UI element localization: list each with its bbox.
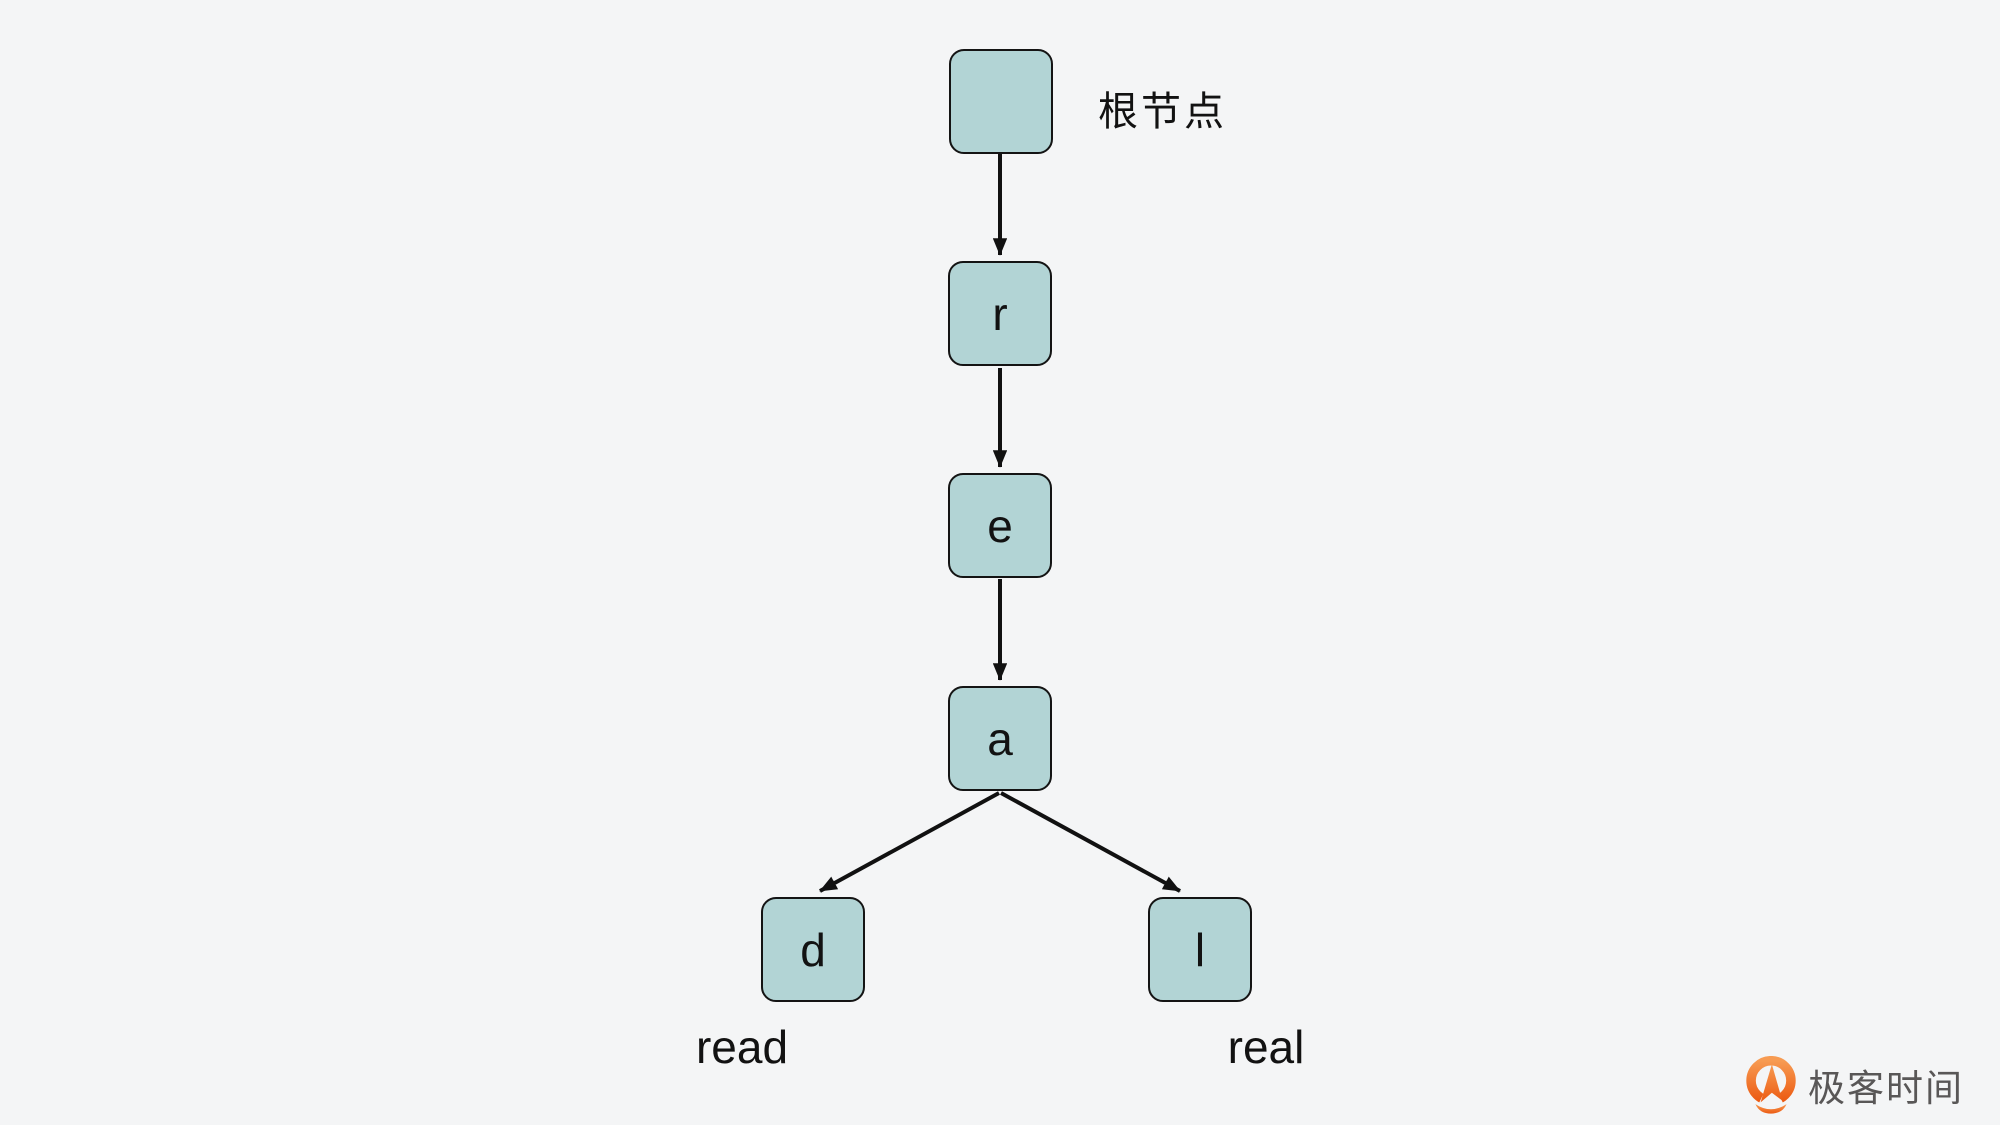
word-label-read: read: [695, 1021, 789, 1073]
edge-a-l: [1000, 791, 1181, 893]
trie-node-l-letter: l: [1194, 923, 1206, 976]
trie-node-r: r: [948, 261, 1052, 366]
trie-node-d-letter: d: [800, 923, 826, 976]
trie-node-a-letter: a: [987, 712, 1013, 765]
word-label-real: real: [1227, 1021, 1305, 1073]
trie-node-d: d: [761, 897, 865, 1002]
trie-node-root: [949, 49, 1053, 154]
geektime-logo: 极客时间: [1745, 1056, 1964, 1114]
geektime-icon: [1746, 1056, 1796, 1114]
trie-node-e: e: [948, 473, 1052, 578]
edge-a-d: [819, 791, 1000, 893]
trie-node-a: a: [948, 686, 1052, 791]
trie-node-r-letter: r: [992, 287, 1008, 340]
trie-node-l: l: [1148, 897, 1252, 1002]
root-node-label: 根节点: [1098, 90, 1227, 134]
trie-node-e-letter: e: [987, 499, 1013, 552]
geektime-logo-text: 极客时间: [1808, 1068, 1964, 1109]
